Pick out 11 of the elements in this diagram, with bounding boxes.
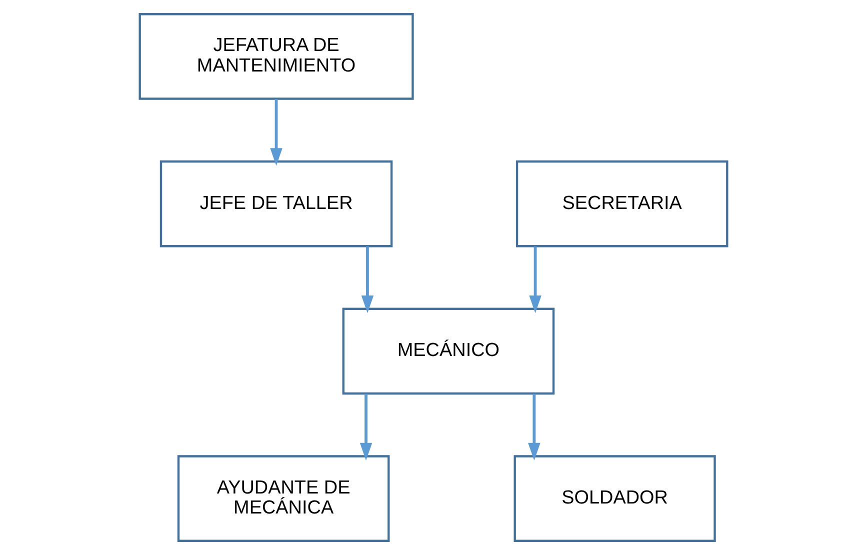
arrow	[361, 246, 374, 314]
arrow	[528, 394, 540, 460]
node-box: SOLDADOR	[514, 455, 716, 542]
node-box: JEFATURA DE MANTENIMIENTO	[138, 13, 414, 100]
node-box: AYUDANTE DE MECÁNICA	[177, 455, 390, 542]
node-box: MECÁNICO	[342, 308, 555, 395]
node-box: SECRETARIA	[516, 160, 728, 248]
node-box: JEFE DE TALLER	[160, 160, 393, 248]
arrow	[270, 99, 282, 166]
arrow	[360, 394, 372, 460]
arrow	[529, 246, 542, 314]
